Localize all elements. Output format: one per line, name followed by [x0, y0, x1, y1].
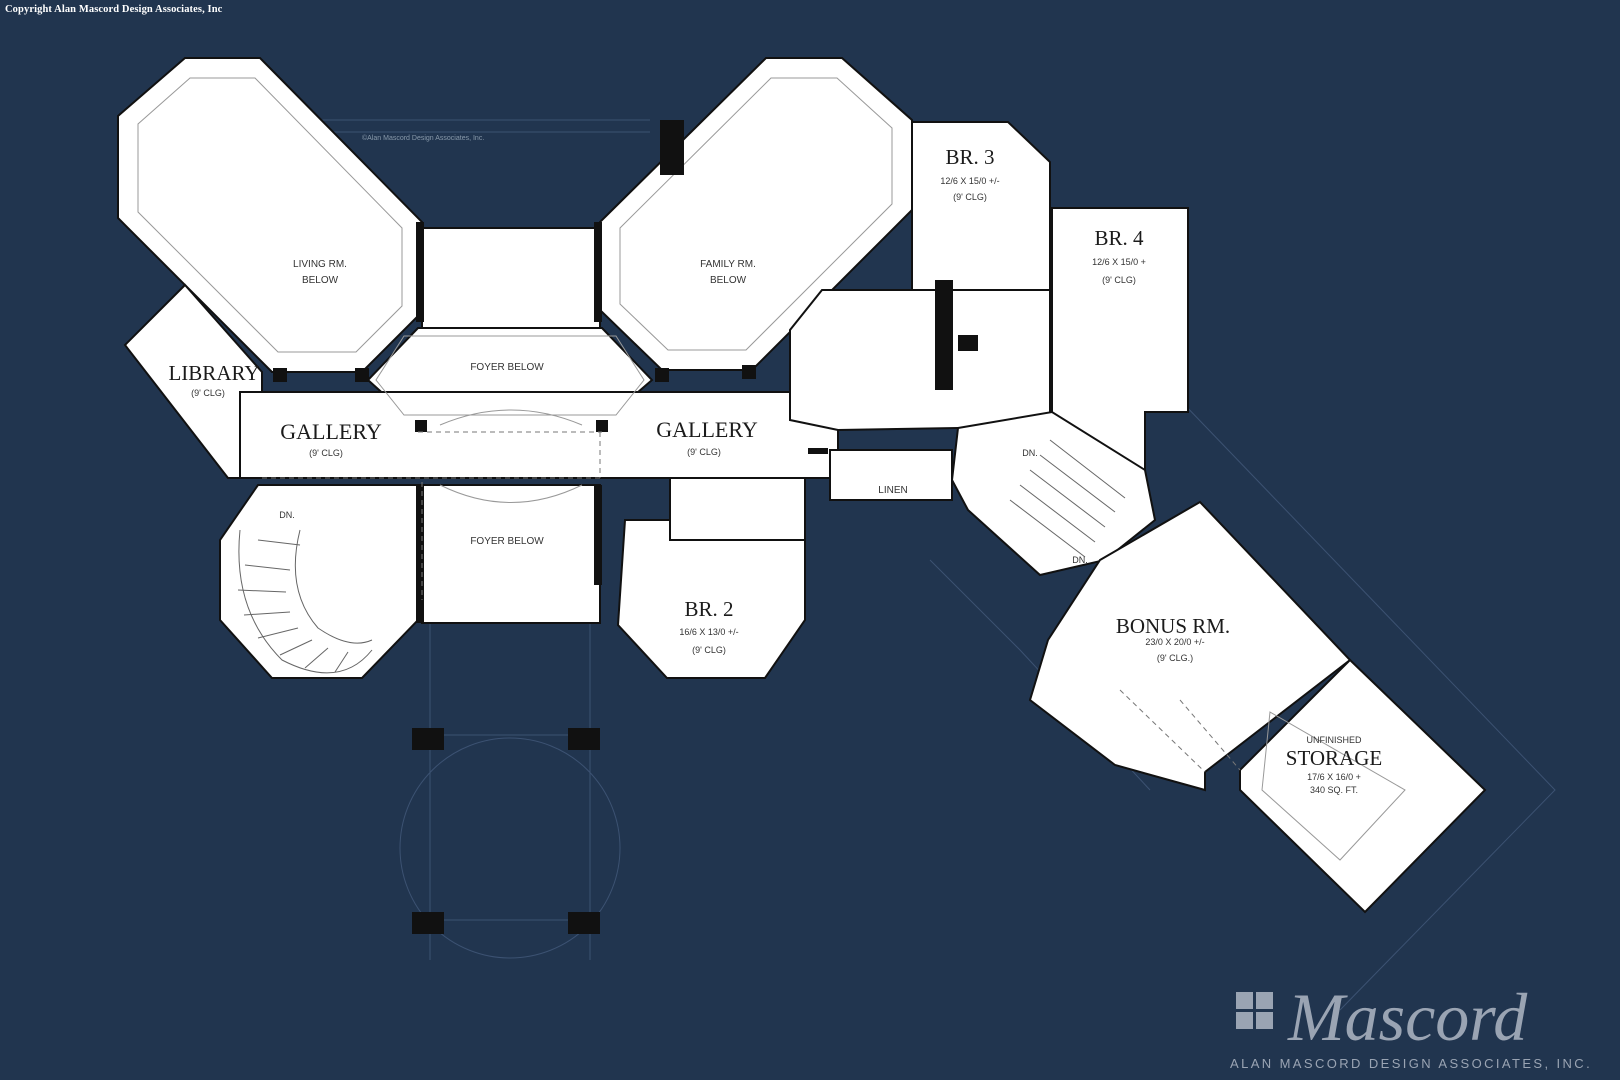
mascord-logo: Mascord ALAN MASCORD DESIGN ASSOCIATES, …	[1230, 979, 1592, 1071]
foyer-below-bottom-label: FOYER BELOW	[470, 536, 544, 547]
logo-window-icon	[1236, 992, 1273, 1029]
br2-bath	[669, 477, 806, 541]
bonus-room-clg: (9' CLG.)	[1157, 653, 1193, 663]
library-name: LIBRARY	[168, 361, 259, 385]
ceiling-outlines	[137, 77, 1406, 861]
gallery-right-clg: (9' CLG)	[687, 447, 721, 457]
br4-dim: 12/6 X 15/0 +	[1092, 257, 1146, 267]
right-stair-treads	[1009, 439, 1126, 558]
storage-area	[1239, 658, 1487, 914]
spiral-stair-dn: DN.	[279, 510, 295, 520]
watermark-text: ©Alan Mascord Design Associates, Inc.	[362, 134, 484, 142]
room-labels: LIVING RM. BELOW FAMILY RM. BELOW FOYER …	[168, 145, 1382, 795]
library-clg: (9' CLG)	[191, 388, 225, 398]
br2-clg: (9' CLG)	[692, 645, 726, 655]
dashed-lines	[262, 431, 1241, 773]
storage-area: 340 SQ. FT.	[1310, 785, 1358, 795]
upper-foyer-block	[421, 227, 601, 329]
storage-dim: 17/6 X 16/0 +	[1307, 772, 1361, 782]
foyer-below-top-label: FOYER BELOW	[470, 362, 544, 373]
living-room-label-2: BELOW	[302, 275, 339, 286]
gallery-left-name: GALLERY	[280, 419, 382, 444]
right-stair-dn: DN.	[1022, 448, 1038, 458]
living-room-label-1: LIVING RM.	[293, 259, 347, 270]
br2-dim: 16/6 X 13/0 +/-	[679, 627, 738, 637]
family-room-label-2: BELOW	[710, 275, 747, 286]
bath-core-area	[789, 289, 1051, 432]
bonus-room-name: BONUS RM.	[1116, 614, 1230, 638]
bonus-stair-dn: DN.	[1072, 555, 1088, 565]
br3-clg: (9' CLG)	[953, 192, 987, 202]
br3-name: BR. 3	[945, 145, 994, 169]
storage-name: STORAGE	[1286, 746, 1382, 770]
br4-clg: (9' CLG)	[1102, 275, 1136, 285]
copyright-text: Copyright Alan Mascord Design Associates…	[5, 4, 223, 15]
linen-label: LINEN	[878, 485, 907, 496]
br3-area	[911, 121, 1051, 291]
br3-dim: 12/6 X 15/0 +/-	[940, 176, 999, 186]
br2-name: BR. 2	[684, 597, 733, 621]
logo-subtitle: ALAN MASCORD DESIGN ASSOCIATES, INC.	[1230, 1056, 1592, 1071]
gallery-right-name: GALLERY	[656, 417, 758, 442]
spiral-stair-treads	[237, 529, 373, 674]
foyer-below-bottom-area	[421, 484, 601, 624]
storage-pre: UNFINISHED	[1306, 735, 1362, 745]
floor-areas	[117, 57, 1487, 914]
logo-wordmark: Mascord	[1287, 979, 1528, 1055]
bonus-room-area	[1028, 500, 1352, 792]
family-room-label-1: FAMILY RM.	[700, 259, 756, 270]
bonus-room-dim: 23/0 X 20/0 +/-	[1145, 637, 1204, 647]
linen-closet	[829, 449, 953, 501]
gallery-left-clg: (9' CLG)	[309, 448, 343, 458]
spiral-stair-area	[219, 484, 421, 679]
br4-name: BR. 4	[1094, 226, 1144, 250]
wall-blocks	[273, 120, 978, 934]
